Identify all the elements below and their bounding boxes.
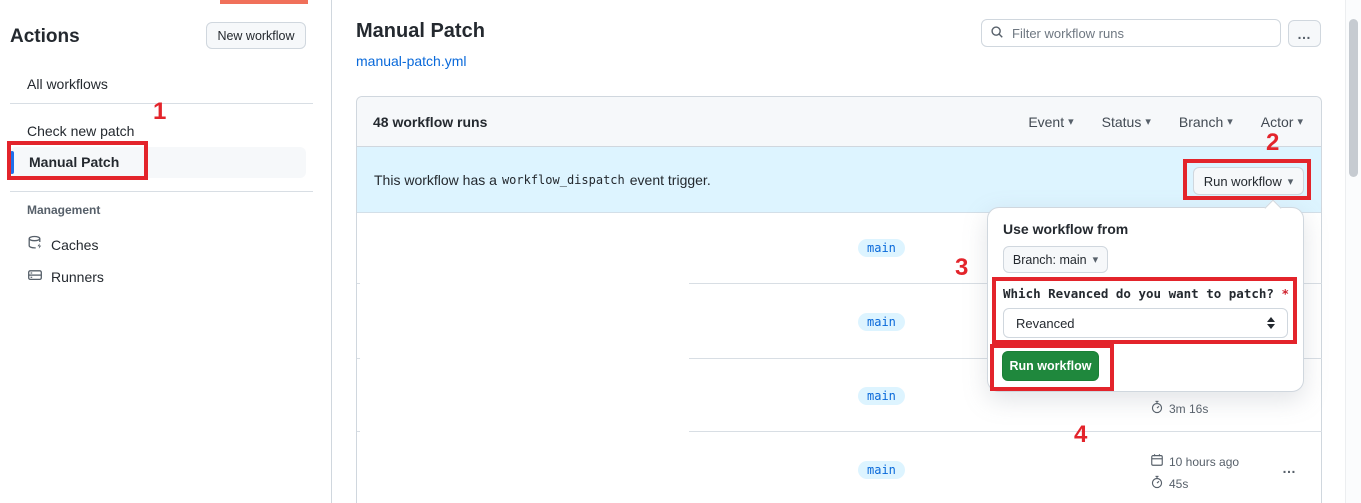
sidebar-item-check-new-patch[interactable]: Check new patch: [27, 123, 135, 139]
stopwatch-icon: [1150, 475, 1164, 492]
sidebar-item-caches[interactable]: Caches: [27, 235, 98, 254]
run-workflow-submit-button[interactable]: Run workflow: [1002, 351, 1099, 381]
management-section-header: Management: [27, 203, 101, 217]
filter-event[interactable]: Event▾: [1028, 113, 1074, 130]
run-options-button[interactable]: …: [1282, 460, 1297, 476]
row-divider: [357, 431, 1322, 432]
filter-actor[interactable]: Actor▾: [1260, 113, 1303, 130]
sidebar-item-runners[interactable]: Runners: [27, 267, 104, 286]
filter-runs-search[interactable]: [981, 19, 1281, 47]
chevron-down-icon: ▾: [1092, 254, 1099, 266]
revanced-select[interactable]: Revanced: [1003, 308, 1288, 338]
calendar-icon: [1150, 453, 1164, 470]
stopwatch-icon: [1150, 400, 1164, 417]
runs-list-header: 48 workflow runs Event▾ Status▾ Branch▾ …: [357, 97, 1321, 147]
banner-text: This workflow has a workflow_dispatch ev…: [374, 171, 711, 188]
branch-badge[interactable]: main: [858, 461, 905, 479]
sidebar-item-manual-patch[interactable]: [10, 147, 306, 178]
select-updown-icon: [1267, 317, 1275, 329]
sidebar-divider: [10, 191, 313, 192]
use-workflow-from-label: Use workflow from: [1003, 221, 1129, 237]
filter-branch[interactable]: Branch▾: [1178, 113, 1233, 130]
workflow-dispatch-code: workflow_dispatch: [501, 172, 625, 187]
branch-badge[interactable]: main: [858, 239, 905, 257]
branch-selector-button[interactable]: Branch: main▾: [1003, 246, 1108, 273]
sidebar-divider: [10, 103, 313, 104]
search-icon: [990, 25, 1004, 42]
sidebar-title: Actions: [10, 26, 80, 47]
revanced-select-value: Revanced: [1016, 315, 1075, 331]
branch-badge[interactable]: main: [858, 313, 905, 331]
sidebar-item-runners-label: Runners: [51, 268, 104, 285]
sidebar-main-divider: [331, 0, 332, 503]
page-title: Manual Patch: [356, 20, 485, 42]
sidebar-item-manual-patch-label: Manual Patch: [29, 154, 120, 170]
new-workflow-button[interactable]: New workflow: [206, 22, 306, 49]
workflow-dispatch-banner: This workflow has a workflow_dispatch ev…: [357, 147, 1321, 213]
selected-accent-bar: [10, 151, 14, 174]
required-marker: *: [1281, 286, 1289, 301]
sidebar-item-all-workflows[interactable]: All workflows: [27, 76, 108, 92]
workflow-file-link[interactable]: manual-patch.yml: [356, 53, 467, 69]
workflow-input-label: Which Revanced do you want to patch? *: [1003, 286, 1289, 301]
filter-status[interactable]: Status▾: [1101, 113, 1151, 130]
scrollbar-thumb[interactable]: [1349, 19, 1358, 177]
workflow-options-button[interactable]: …: [1288, 20, 1321, 47]
chevron-down-icon: ▾: [1145, 116, 1151, 128]
caches-icon: [27, 235, 43, 254]
branch-badge[interactable]: main: [858, 387, 905, 405]
runs-filters: Event▾ Status▾ Branch▾ Actor▾: [1028, 114, 1303, 130]
run-duration: 45s: [1150, 475, 1188, 492]
chevron-down-icon: ▾: [1227, 116, 1233, 128]
chevron-down-icon: ▾: [1068, 116, 1074, 128]
workflow-runs-card: 48 workflow runs Event▾ Status▾ Branch▾ …: [356, 96, 1322, 503]
chevron-down-icon: ▾: [1287, 175, 1294, 188]
run-started-time: 10 hours ago: [1150, 453, 1239, 470]
search-input[interactable]: [1010, 24, 1272, 42]
chevron-down-icon: ▾: [1297, 116, 1303, 128]
runners-icon: [27, 267, 43, 286]
workflow-runs-count: 48 workflow runs: [373, 113, 488, 130]
run-duration: 3m 16s: [1150, 400, 1208, 417]
cropped-annotation-bar: [220, 0, 308, 4]
run-workflow-dropdown-button[interactable]: Run workflow▾: [1193, 167, 1304, 195]
sidebar-item-caches-label: Caches: [51, 236, 99, 253]
